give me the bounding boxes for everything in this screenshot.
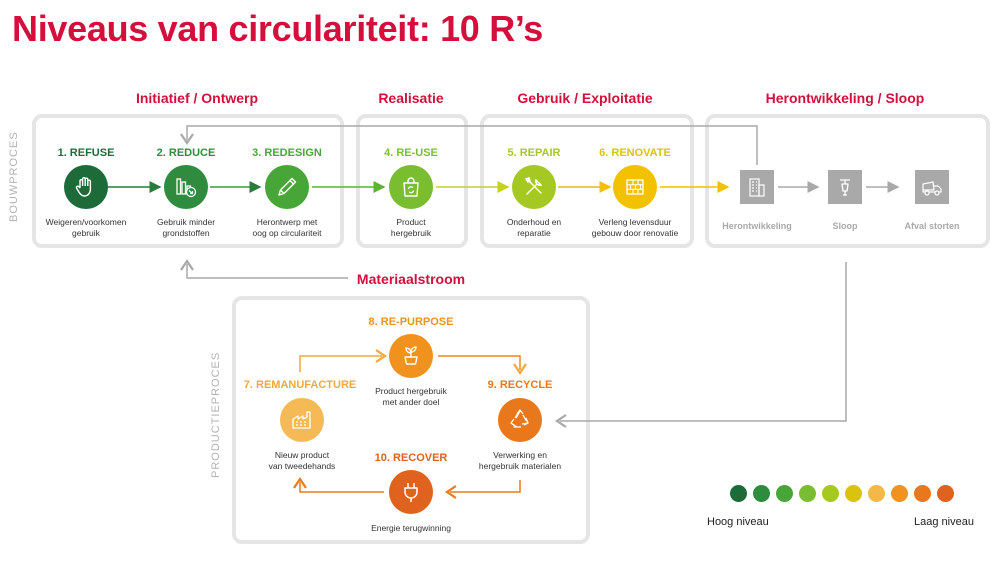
hand-stop-icon — [75, 177, 92, 197]
step-repair-circle — [512, 165, 556, 209]
step-recover-title: 10. RECOVER — [374, 452, 448, 464]
step-redesign-desc: Herontwerp met oog op circulariteit — [252, 217, 322, 238]
step-remanufacture-circle — [280, 398, 324, 442]
legend-dot — [891, 485, 908, 502]
afval-storten-label: Afval storten — [904, 221, 960, 231]
step-renovate-title: 6. RENOVATE — [599, 147, 671, 159]
legend-dot — [799, 485, 816, 502]
building-icon — [749, 178, 765, 197]
legend-low-label: Laag niveau — [914, 516, 974, 528]
step-repurpose-circle — [389, 334, 433, 378]
page-title: Niveaus van circulariteit: 10 R’s — [12, 8, 544, 49]
step-redesign-circle — [265, 165, 309, 209]
step-refuse-circle — [64, 165, 108, 209]
plug-icon — [404, 483, 418, 502]
step-recycle-desc: Verwerking en hergebruik materialen — [478, 450, 562, 471]
legend-dot — [868, 485, 885, 502]
sloop-box — [828, 170, 862, 204]
herontwikkeling-box — [740, 170, 774, 204]
factory-icon — [292, 411, 311, 429]
tools-icon — [524, 177, 543, 195]
step-reduce-circle — [164, 165, 208, 209]
sloop-label: Sloop — [832, 221, 858, 231]
step-reduce-desc: Gebruik minder grondstoffen — [156, 217, 216, 238]
legend-dot — [730, 485, 747, 502]
step-refuse-desc: Weigeren/voorkomen gebruik — [45, 217, 127, 238]
legend-dot — [845, 485, 862, 502]
phase-title-herontwikkeling: Herontwikkeling / Sloop — [765, 90, 925, 106]
step-reuse-title: 4. RE-USE — [384, 147, 438, 159]
herontwikkeling-label: Herontwikkeling — [722, 221, 792, 231]
step-repurpose-title: 8. RE-PURPOSE — [368, 316, 454, 328]
step-reduce-title: 2. REDUCE — [156, 147, 216, 159]
step-recycle-circle — [498, 398, 542, 442]
legend-scale — [730, 485, 954, 502]
recycle-icon — [510, 409, 529, 428]
plant-cup-icon — [404, 346, 418, 365]
afval-storten-box — [915, 170, 949, 204]
phase-title-initiatief: Initiatief / Ontwerp — [135, 90, 259, 106]
step-renovate-desc: Verleng levensduur gebouw door renovatie — [591, 217, 679, 238]
phase-title-gebruik: Gebruik / Exploitatie — [517, 90, 653, 106]
legend-high-label: Hoog niveau — [707, 516, 769, 528]
reuse-bag-icon — [403, 177, 419, 197]
legend-dot — [914, 485, 931, 502]
dump-truck-icon — [922, 181, 942, 196]
legend-dot — [753, 485, 770, 502]
step-recover-desc: Energie terugwinning — [371, 523, 451, 533]
step-repair-title: 5. REPAIR — [507, 147, 561, 159]
materiaalstroom-label: Materiaalstroom — [356, 271, 466, 287]
step-repair-desc: Onderhoud en reparatie — [506, 217, 562, 238]
step-remanufacture-desc: Nieuw product van tweedehands — [268, 450, 336, 471]
legend-dot — [822, 485, 839, 502]
jackhammer-icon — [840, 179, 850, 196]
step-redesign-title: 3. REDESIGN — [252, 147, 322, 159]
step-recycle-title: 9. RECYCLE — [487, 379, 553, 391]
phase-title-realisatie: Realisatie — [378, 90, 444, 106]
step-renovate-circle — [613, 165, 657, 209]
step-remanufacture-title: 7. REMANUFACTURE — [243, 379, 357, 391]
pencil-icon — [278, 177, 297, 196]
step-reuse-desc: Product hergebruik — [390, 217, 432, 238]
legend-dot — [937, 485, 954, 502]
legend-dot — [776, 485, 793, 502]
step-repurpose-desc: Product hergebruik met ander doel — [375, 386, 447, 407]
step-recover-circle — [389, 470, 433, 514]
step-refuse-title: 1. REFUSE — [57, 147, 115, 159]
brick-wall-icon — [626, 179, 644, 195]
reduce-chart-icon — [176, 178, 197, 198]
step-reuse-circle — [389, 165, 433, 209]
